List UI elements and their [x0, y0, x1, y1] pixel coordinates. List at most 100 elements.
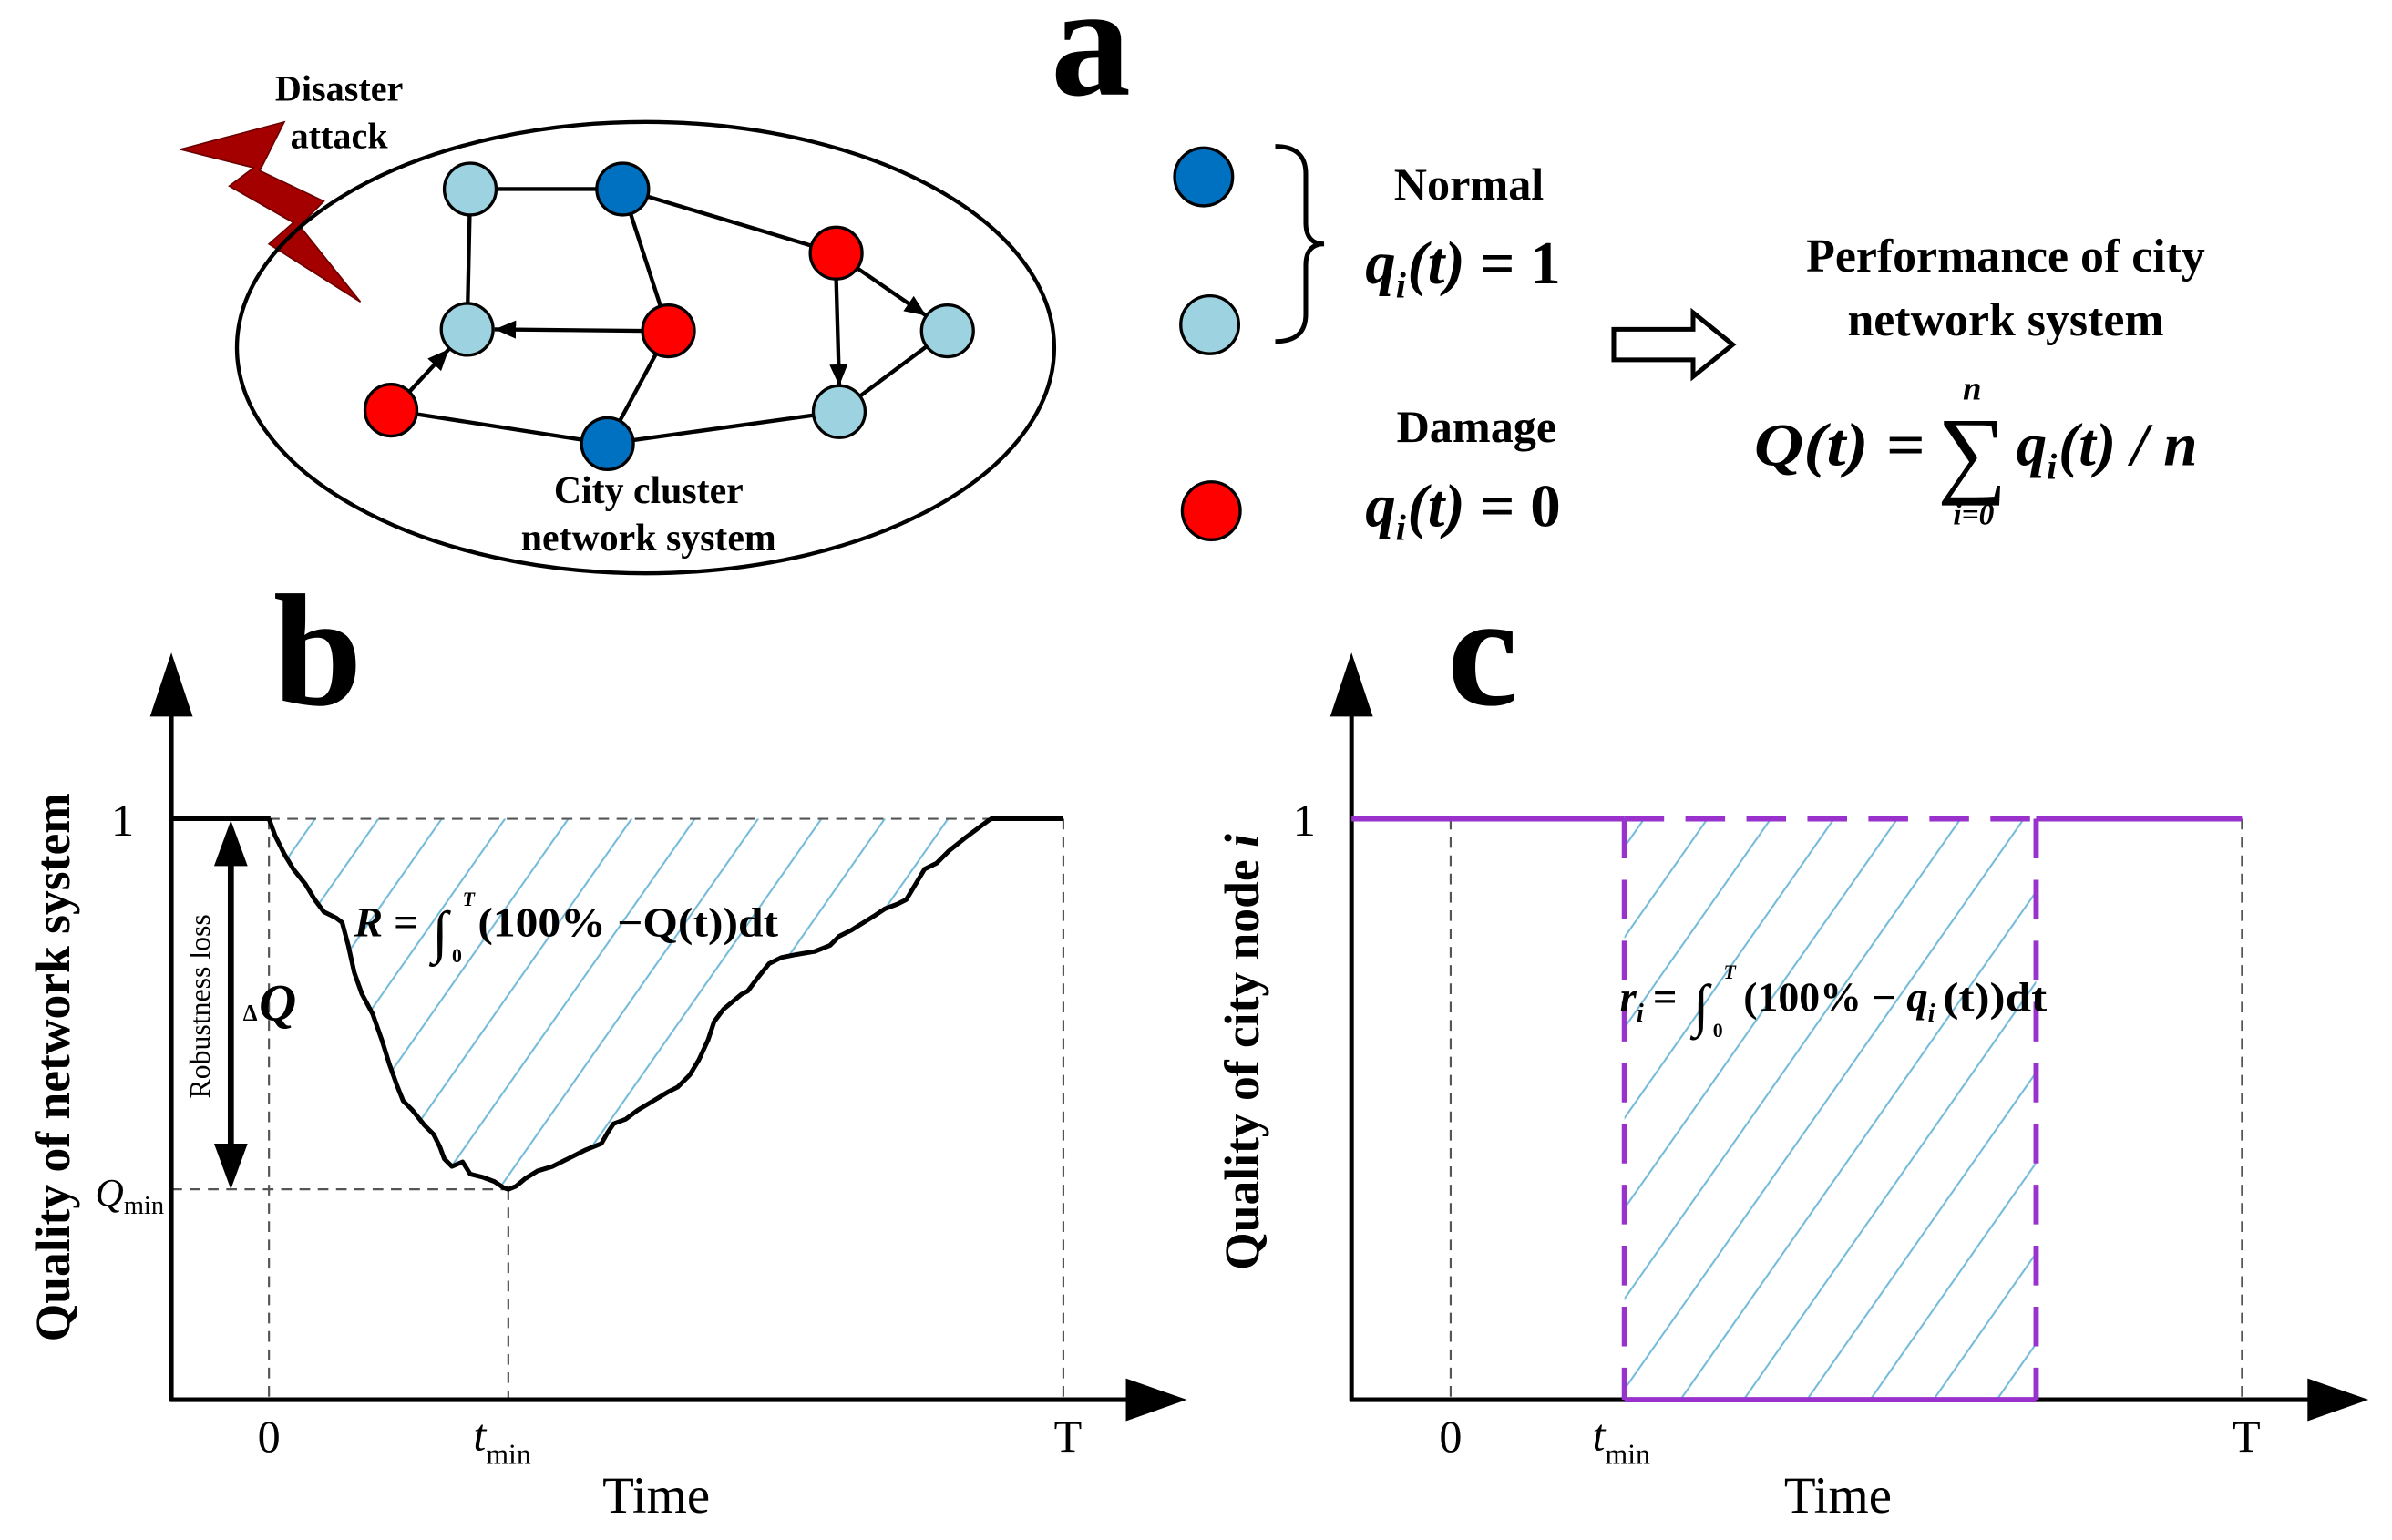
panel-b-label: b [273, 562, 363, 740]
right-arrow-icon [1611, 307, 1737, 382]
system-label-line1: City cluster [554, 470, 744, 512]
legend-damage-formula: qi(t)= 0 [1365, 472, 1561, 548]
node-normal [811, 384, 867, 439]
node-formula-mid: (100% − [1743, 974, 1895, 1020]
y-axis-arrow-icon [1329, 652, 1373, 717]
node-damaged [363, 382, 419, 438]
panel-c-label: c [1447, 562, 1518, 740]
legend-node-dark [1173, 146, 1235, 208]
legend-normal-label: Normal [1394, 159, 1545, 210]
q-min-var: Q [95, 1172, 123, 1216]
sum-lower-limit: i=0 [1953, 498, 1994, 532]
node-formula-lhs: ri= [1620, 973, 1678, 1028]
formula-arg: (t) [1408, 230, 1465, 297]
legend-normal-formula: qi(t)= 1 [1365, 230, 1561, 305]
node-formula-rest: (t))dt [1943, 974, 2047, 1020]
formula-value: = 1 [1480, 230, 1560, 297]
integral-symbol: ∫ [1689, 972, 1712, 1041]
tmin-sub: min [486, 1438, 531, 1470]
node-damaged [808, 225, 864, 281]
formula-sub: i [1396, 507, 1406, 548]
node-damaged [641, 303, 696, 359]
x-axis-arrow-icon [1125, 1378, 1187, 1422]
edge [621, 187, 837, 255]
x-tick-end: T [2233, 1411, 2261, 1462]
formula-sub: i [2047, 446, 2057, 487]
panel-a: a Disaster attack [180, 0, 2205, 576]
performance-title-line2: network system [1847, 294, 2163, 346]
robustness-formula-rest: (100% −Q(t))dt [477, 899, 778, 945]
x-tick-tmin: tmin [1593, 1409, 1651, 1470]
integral-upper-limit: T [463, 888, 476, 910]
node-formula-var2: qi [1906, 973, 1935, 1028]
delta-var: Q [259, 974, 296, 1032]
robustness-formula-lhs: R = [354, 898, 418, 946]
x-tick-start: 0 [1439, 1411, 1462, 1462]
formula-arg: (t) [1408, 472, 1465, 539]
disaster-label-line2: attack [291, 115, 389, 156]
node-normal [580, 416, 635, 472]
directed-edge [407, 347, 451, 394]
formula-sub: i [1928, 1000, 1935, 1028]
tmin-var: t [473, 1409, 487, 1460]
node-normal [595, 161, 651, 217]
y-axis-title: Quality of network system [26, 793, 80, 1341]
integral-symbol: ∫ [428, 899, 451, 968]
legend-brace [1275, 144, 1325, 344]
directed-edge [829, 279, 848, 386]
edge [607, 409, 840, 447]
legend-node-damaged [1180, 480, 1242, 542]
node-normal [442, 161, 498, 217]
node-quality-line [1351, 816, 2243, 1402]
y-axis-arrow-icon [149, 652, 193, 717]
y-axis-title-text: Quality of city node [1215, 859, 1269, 1270]
legend-damage-label: Damage [1397, 401, 1557, 452]
y-axis-title: Quality of city node i [1215, 834, 1269, 1270]
performance-formula-lhs: Q(t) = [1754, 411, 1925, 478]
formula-var: q [2017, 411, 2047, 478]
edge [390, 407, 608, 447]
sum-symbol: ∑ [1937, 399, 2007, 507]
formula-sub: i [1396, 264, 1406, 305]
robustness-loss-label: Robustness loss [184, 914, 216, 1098]
x-tick-tmin: tmin [473, 1409, 531, 1470]
node-loss-area [1624, 818, 2037, 1401]
lightning-icon [180, 120, 362, 303]
node-normal [919, 303, 975, 359]
integral-lower-limit: 0 [452, 945, 462, 967]
panel-c: c ri= ∫ T 0 (100% − qi (t))dt Quality of… [1215, 562, 2369, 1525]
x-axis-title: Time [1784, 1467, 1892, 1525]
disaster-label-line1: Disaster [275, 67, 403, 108]
performance-formula-rhs: qi(t) / n [2017, 411, 2198, 487]
legend-node-light [1179, 293, 1241, 355]
sum-upper-limit: n [1963, 369, 1981, 406]
q-min-label: Qmin [95, 1172, 164, 1220]
network-quality-curve [266, 816, 993, 1192]
city-cluster-boundary [234, 119, 1057, 576]
formula-var: q [1365, 472, 1395, 539]
formula-sub: i [1637, 1000, 1644, 1028]
directed-edge [494, 320, 643, 339]
formula-rest: (t) / n [2058, 411, 2197, 478]
panel-b: b Robustness loss ΔQ R = ∫ T 0 (100% −Q(… [26, 562, 1187, 1525]
delta-symbol: Δ [243, 1001, 258, 1025]
y-tick-1: 1 [1293, 795, 1316, 846]
formula-var: q [1906, 973, 1927, 1021]
network-nodes [363, 161, 975, 472]
integral-lower-limit: 0 [1713, 1020, 1723, 1042]
loss-arrow-up-icon [213, 820, 248, 867]
formula-eq: = [1653, 973, 1678, 1021]
panel-a-label: a [1051, 0, 1131, 130]
y-axis-title-var: i [1215, 834, 1269, 847]
y-tick-1: 1 [111, 795, 134, 846]
x-axis-title: Time [602, 1467, 710, 1525]
loss-arrow-down-icon [213, 1143, 248, 1190]
x-tick-end: T [1054, 1411, 1083, 1462]
delta-q-label: ΔQ [243, 974, 296, 1032]
tmin-sub: min [1606, 1438, 1651, 1470]
integral-upper-limit: T [1723, 961, 1736, 983]
q-min-sub: min [124, 1192, 164, 1220]
directed-edge [856, 266, 928, 318]
x-axis-arrow-icon [2307, 1378, 2369, 1422]
